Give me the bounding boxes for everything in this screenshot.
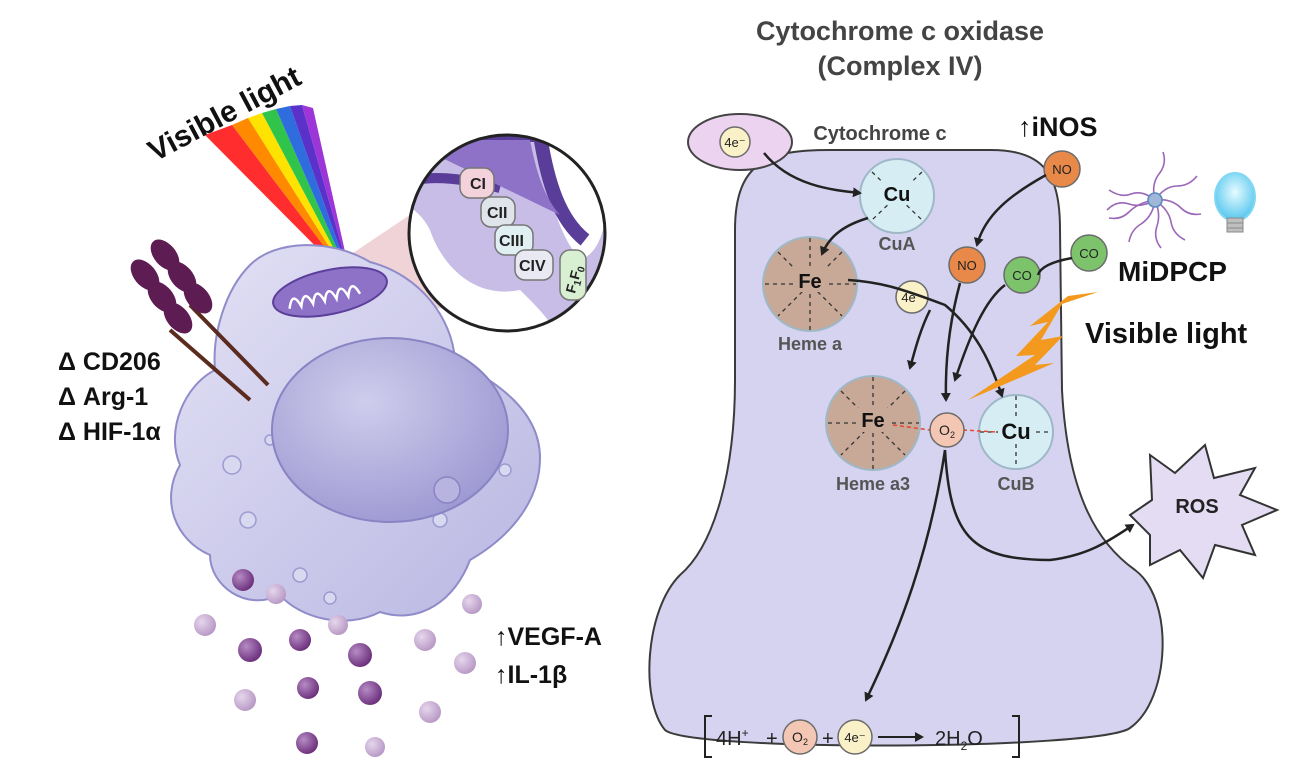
svg-text:4H+: 4H+ [716,726,749,750]
secreted-cytokine-beads [194,569,482,757]
midpcp-label: MiDPCP [1118,256,1227,287]
reaction-e: 4e⁻ [844,730,865,745]
complex-ciii-label: CIII [499,233,524,250]
co-node-outer-label: CO [1079,246,1099,261]
lightning-bolt-icon [968,292,1098,400]
heme-a3-label: Heme a3 [836,474,910,494]
heme-a-center [762,236,858,332]
light-spectrum-beam [205,105,352,283]
title-line1: Cytochrome c oxidase [756,16,1044,46]
o2-node-label: O [939,422,950,438]
cell-mitochondrion [272,266,388,318]
cub-center [978,394,1054,470]
surface-receptors [130,239,270,402]
o2-node [929,412,965,448]
co-node-outer [1070,234,1108,272]
midpcp-nanoparticle [1106,151,1202,249]
upregulated-il1b: ↑IL-1β [495,661,567,689]
marker-hif1a: Δ HIF-1α [58,418,161,446]
reaction-product-sub: 2 [961,739,968,753]
svg-text:F1F0: F1F0 [562,263,588,296]
svg-text:O2: O2 [939,422,955,440]
cytc-electron-label: 4e⁻ [724,135,745,150]
reaction-product-a: 2H [935,728,961,750]
upregulated-vegfa: ↑VEGF-A [495,623,602,651]
complex-civ-label: CIV [519,258,546,275]
co-node-inner [1003,256,1041,294]
ros-star [1128,443,1280,580]
cua-symbol: Cu [884,184,911,206]
reaction-o-sub: 2 [803,737,808,747]
fe-o2-bond [892,424,931,431]
visible-light-label: Visible light [1085,318,1248,350]
no-node-mid-label: NO [957,258,977,273]
light-bulb-icon [1214,172,1256,233]
cytochrome-c-label: Cytochrome c [813,123,946,145]
nucleus [271,337,509,523]
cytochrome-oxidase-panel: Cytochrome c oxidase (Complex IV) 4e⁻ Cy… [648,16,1280,758]
ros-label: ROS [1175,496,1218,518]
no-node-mid [948,246,986,284]
complex-cii-label: CII [487,205,507,222]
heme-a3-symbol: Fe [861,410,884,432]
inos-label: ↑iNOS [1018,112,1098,142]
reaction-arrows [763,152,1135,702]
nucleolus [433,476,461,504]
heme-a3-center [825,375,921,471]
reaction-h-sup: + [742,726,749,740]
cua-label: CuA [879,234,916,254]
cua-center [859,158,935,234]
electron-node [895,280,929,314]
svg-text:O2: O2 [792,729,808,747]
water-formation-reaction: 4H+ + O2 + 4e⁻ 2H2O [704,715,1020,758]
atp-synthase-sub1: 1 [572,279,584,288]
marker-arg1: Δ Arg-1 [58,383,148,411]
reaction-h: 4H [716,728,742,750]
reaction-plus-1: + [766,728,778,750]
atp-synthase-sub2: 0 [576,265,588,274]
cub-label: CuB [998,474,1035,494]
o2-node-sub: 2 [950,430,955,440]
co-node-inner-label: CO [1012,268,1032,283]
o2-cu-bond [962,429,997,433]
cub-symbol: Cu [1001,419,1030,444]
reaction-product-b: O [967,728,983,750]
title-line2: (Complex IV) [817,51,982,81]
mitochondria-zoom-inset: CI CII CIII CIV F1F0 [407,133,607,333]
no-node-top-label: NO [1052,162,1072,177]
heme-a-symbol: Fe [798,271,821,293]
svg-text:2H2O: 2H2O [935,728,983,753]
heme-a-label: Heme a [778,334,843,354]
macrophage-illustration: Visible light [58,60,607,757]
marker-cd206: Δ CD206 [58,348,161,376]
reaction-plus-2: + [822,728,834,750]
reaction-o: O [792,729,803,745]
cytc-electron-node [719,126,751,158]
complex-ci-label: CI [470,176,486,193]
no-node-top [1043,150,1081,188]
